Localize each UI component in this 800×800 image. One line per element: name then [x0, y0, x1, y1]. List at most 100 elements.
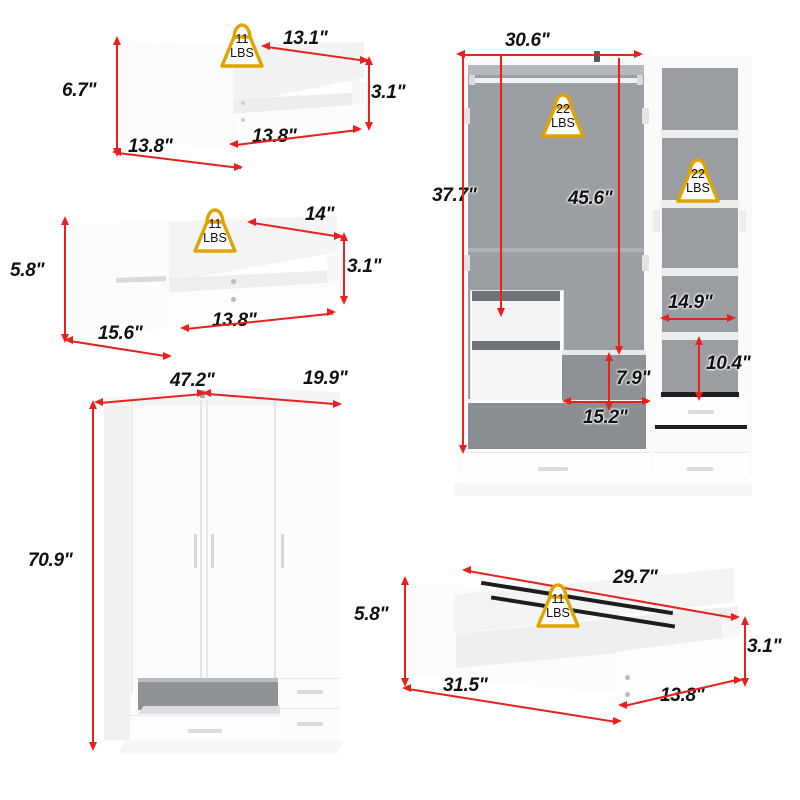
- dim-medium-drawer-front-width: 15.6": [98, 323, 143, 344]
- door-handle: [194, 534, 197, 568]
- weight-unit: LBS: [230, 45, 254, 60]
- arrow-left: [462, 566, 471, 574]
- interior-drawer-face-2: [472, 350, 560, 400]
- dim-interior-shelf-height: 10.4": [706, 353, 751, 374]
- figure-medium-drawer: 5.8" 15.6" 14" 3.1" 13.8" 11 LBS: [0, 190, 430, 370]
- arrow-down: [740, 678, 749, 687]
- door-handle: [281, 534, 284, 568]
- arrow-right: [727, 314, 736, 322]
- arrow-down: [400, 678, 409, 687]
- weight-unit: LBS: [551, 115, 575, 130]
- dim-small-drawer-front-width: 13.8": [128, 136, 173, 157]
- dimline-hanging-width: [462, 54, 640, 56]
- dim-small-drawer-height: 6.7": [62, 80, 97, 101]
- shelf-board: [661, 200, 739, 208]
- door-hinge: [463, 255, 470, 271]
- arrow-up: [400, 576, 409, 585]
- door-seam: [274, 400, 276, 694]
- weight-badge-11lbs: 11 LBS: [212, 20, 272, 72]
- weight-badge-11lbs: 11 LBS: [185, 205, 245, 257]
- arrow-right: [334, 232, 343, 240]
- figure-wardrobe-interior: 30.6" 37.7" 45.6" 7.9" 15.2" 14.9" 10.4": [432, 20, 800, 520]
- dimline-height: [64, 222, 66, 336]
- door-hinge: [642, 255, 649, 271]
- weight-badge-text: 11 LBS: [212, 32, 272, 60]
- arrow-left: [94, 398, 103, 406]
- weight-icon: [541, 93, 585, 138]
- interior-top-rail: [468, 65, 644, 75]
- door-hinge: [463, 108, 470, 124]
- drawer-screw-dot: [625, 692, 630, 697]
- door-seam: [131, 400, 133, 694]
- interior-drawer-top: [472, 291, 560, 301]
- arrow-down: [614, 346, 623, 355]
- dim-wardrobe-height: 70.9": [28, 550, 73, 571]
- arrow-left: [402, 684, 411, 692]
- weight-badge-22lbs-rod: 22 LBS: [533, 90, 593, 142]
- interior-drawer-divider: [472, 341, 560, 350]
- dim-interior-niche-height: 7.9": [616, 368, 651, 389]
- interior-lower-band: [468, 403, 646, 449]
- arrow-up: [60, 216, 69, 225]
- weight-value: 22: [556, 102, 570, 116]
- dim-large-drawer-side-height: 3.1": [747, 636, 782, 657]
- shelf-board: [661, 268, 739, 276]
- drawer-handle: [188, 729, 222, 733]
- arrow-left: [562, 397, 571, 405]
- dim-medium-drawer-side-height: 3.1": [347, 256, 382, 277]
- dim-large-drawer-front-width: 31.5": [443, 675, 488, 696]
- rod-bracket-right: [637, 75, 643, 85]
- weight-icon: [220, 23, 264, 68]
- arrow-right: [731, 613, 740, 621]
- arrow-up: [88, 400, 97, 409]
- right-shelf-bay-5: [662, 340, 738, 392]
- drawer-screw-dot: [241, 118, 245, 122]
- interior-drawer-face-1: [472, 301, 560, 341]
- right-shelf-bay-1: [662, 68, 738, 130]
- dim-wardrobe-depth: 19.9": [303, 368, 348, 389]
- arrow-left: [229, 140, 238, 148]
- weight-value: 11: [208, 217, 222, 231]
- arrow-down: [604, 402, 613, 411]
- weight-badge-22lbs-shelf: 22 LBS: [668, 155, 728, 207]
- arrow-down: [694, 392, 703, 401]
- arrow-up: [694, 336, 703, 345]
- dim-small-drawer-side-height: 3.1": [371, 82, 406, 103]
- wardrobe-open-niche: [138, 680, 278, 710]
- weight-unit: LBS: [546, 605, 570, 620]
- door-seam: [206, 400, 208, 694]
- drawer-handle: [297, 690, 323, 694]
- weight-icon: [676, 158, 720, 203]
- weight-badge-text: 11 LBS: [185, 217, 245, 245]
- arrow-up: [112, 36, 121, 45]
- arrow-left: [456, 50, 465, 58]
- dim-medium-drawer-height: 5.8": [10, 260, 45, 281]
- drawer-handle: [297, 722, 323, 726]
- arrow-right: [333, 400, 342, 408]
- dim-wardrobe-width: 47.2": [170, 370, 215, 391]
- door-hinge: [739, 210, 746, 232]
- weight-badge-text: 11 LBS: [528, 592, 588, 620]
- arrow-right: [234, 163, 243, 171]
- door-hinge: [642, 108, 649, 124]
- arrow-right: [634, 50, 643, 58]
- weight-icon: [536, 583, 580, 628]
- figure-small-drawer: 6.7" 13.8" 13.1" 3.1" 13.8" 11 LBS: [0, 0, 406, 190]
- door-seam: [200, 400, 202, 694]
- arrow-right: [327, 308, 336, 316]
- weight-unit: LBS: [686, 180, 710, 195]
- arrow-left: [112, 148, 121, 156]
- dimline-front-width: [407, 688, 618, 724]
- drawer-screw-dot: [625, 675, 630, 680]
- wardrobe-niche-shelf: [138, 706, 280, 714]
- arrow-left: [660, 314, 669, 322]
- drawer-front-face: [113, 40, 235, 150]
- right-shelf-bay-4: [662, 276, 738, 332]
- weight-badge-text: 22 LBS: [533, 102, 593, 130]
- weight-value: 11: [235, 32, 249, 46]
- arrow-right: [734, 676, 743, 684]
- arrow-up: [604, 352, 613, 361]
- drawer-screw-dot: [231, 297, 236, 302]
- door-handle: [211, 534, 214, 568]
